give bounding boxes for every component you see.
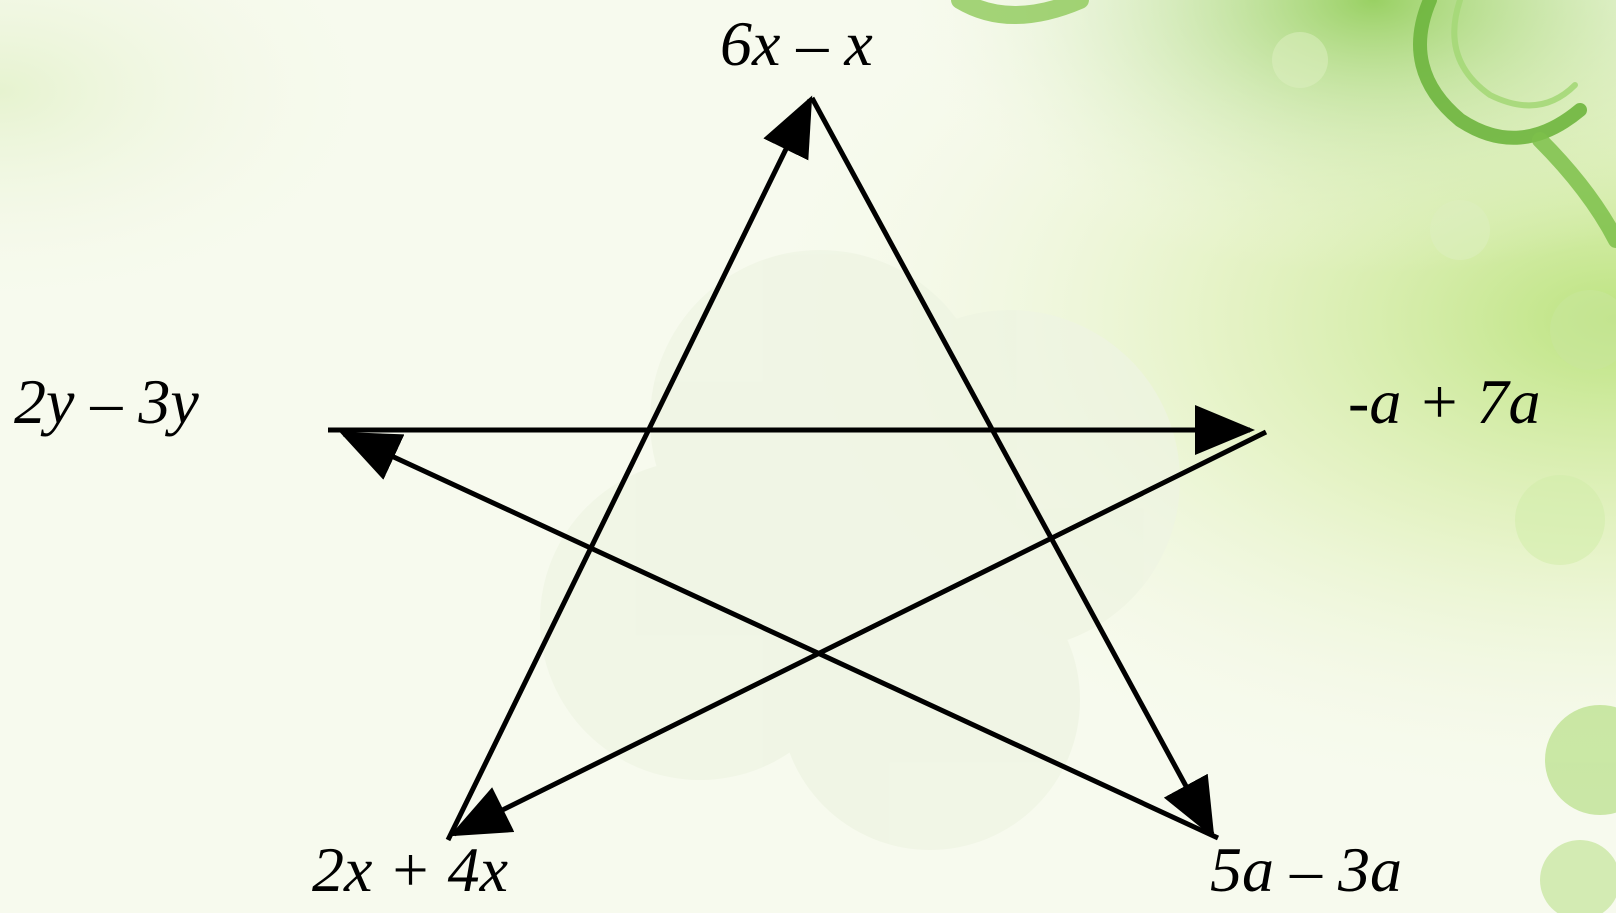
clover-cluster-right [1272, 32, 1616, 913]
arrow-bottom-left-to-top [445, 95, 813, 842]
label-right: -a + 7a [1348, 366, 1541, 437]
swirl-decoration [951, 0, 1616, 248]
label-bottom-left: 2x + 4x [312, 834, 508, 905]
arrow-top-to-bottom-right [809, 96, 1215, 839]
label-bottom-right: 5a – 3a [1210, 834, 1402, 905]
arrow-bottom-right-to-left [339, 431, 1220, 841]
label-top: 6x – x [720, 8, 873, 79]
arrow-right-to-bottom-left [449, 429, 1268, 837]
clover-watermark [540, 250, 1180, 850]
label-left: 2y – 3y [14, 366, 199, 437]
